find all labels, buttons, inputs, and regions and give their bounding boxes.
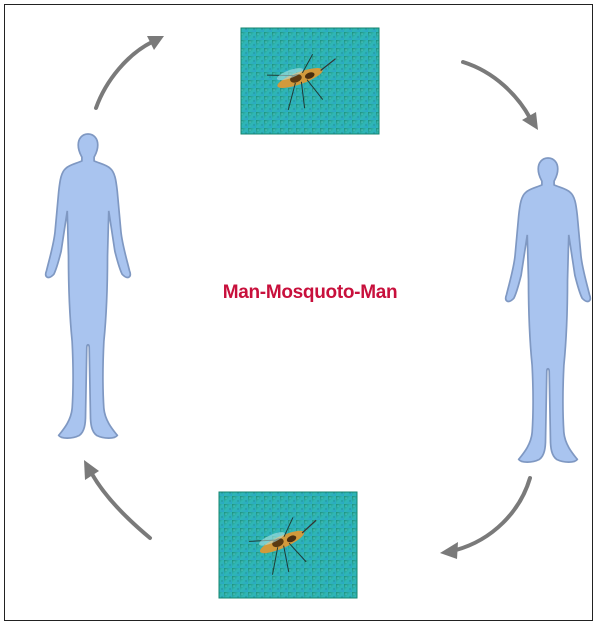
arrow-right-to-bottom: [440, 478, 530, 559]
human-figure-right-icon: [506, 158, 590, 462]
arrow-left-to-top: [96, 36, 164, 108]
human-figure-left-icon: [46, 134, 130, 438]
diagram-title: Man-Mosquoto-Man: [160, 282, 460, 304]
arrow-bottom-to-left: [84, 460, 150, 538]
mosquito-photo-bottom-icon: [219, 492, 357, 598]
arrow-top-to-right: [463, 62, 538, 130]
mosquito-photo-top-icon: [241, 28, 379, 134]
